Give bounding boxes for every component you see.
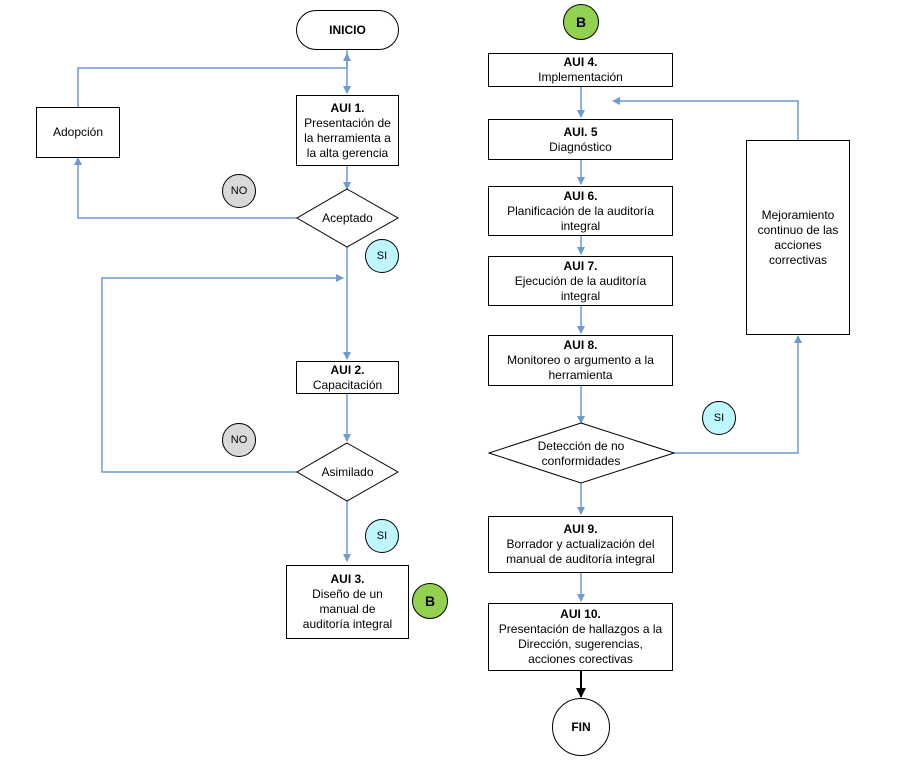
aui8-line2: herramienta xyxy=(548,368,613,382)
aui9-box: AUI 9. Borrador y actualización del manu… xyxy=(488,516,673,573)
arrow-asimilado-no-loop xyxy=(101,274,344,473)
aui9-title: AUI 9. xyxy=(563,522,598,536)
aui5-line1: Diagnóstico xyxy=(549,139,612,154)
arrow-mejora-loop-back xyxy=(612,97,799,140)
badge-si-label: SI xyxy=(376,529,388,542)
badge-si-label: SI xyxy=(376,249,388,262)
decision-asimilado-shape xyxy=(296,442,400,502)
aui1-title: AUI 1. xyxy=(330,100,365,115)
aui6-box: AUI 6. Planificación de la auditoría int… xyxy=(488,186,673,236)
aui5-title: AUI. 5 xyxy=(563,124,598,139)
aui9-line1: Borrador y actualización del xyxy=(506,537,655,551)
deteccion-line1: Detección de no xyxy=(537,439,625,453)
aui1-box: AUI 1. Presentación de la herramienta a … xyxy=(296,95,399,166)
aui10-line1: Presentación de hallazgos a la xyxy=(498,622,663,636)
aui1-line2: la herramienta a xyxy=(304,130,391,145)
adopcion-label: Adopción xyxy=(52,125,104,139)
aui2-title: AUI 2. xyxy=(330,362,365,377)
mejora-line2: continuo de las xyxy=(757,222,839,237)
badge-si-label: SI xyxy=(713,411,725,424)
aui10-title: AUI 10. xyxy=(560,607,601,621)
aui2-line1: Capacitación xyxy=(312,377,383,392)
aui7-line1: Ejecución de la auditoría xyxy=(514,273,647,288)
mejora-line1: Mejoramiento xyxy=(761,207,835,222)
aui8-box: AUI 8. Monitoreo o argumento a la herram… xyxy=(488,335,673,386)
aui3-line1: Diseño de un xyxy=(312,587,383,601)
aui3-title: AUI 3. xyxy=(330,572,365,586)
aui7-line2: integral xyxy=(560,288,601,303)
badge-si-deteccion: SI xyxy=(702,401,736,435)
aui1-line3: la alta gerencia xyxy=(306,145,389,160)
decision-deteccion-label: Detección de no conformidades xyxy=(505,438,657,470)
aui5-box: AUI. 5 Diagnóstico xyxy=(488,119,673,160)
end-terminal: FIN xyxy=(552,698,610,756)
aui7-title: AUI 7. xyxy=(563,258,598,273)
aceptado-text: Aceptado xyxy=(322,210,373,225)
aui10-line2: Dirección, sugerencias, xyxy=(518,637,643,651)
aui10-box: AUI 10. Presentación de hallazgos a la D… xyxy=(488,603,673,671)
badge-si-asimilado: SI xyxy=(365,519,399,553)
badge-no-aceptado: NO xyxy=(222,174,256,208)
aui6-title: AUI 6. xyxy=(563,188,598,203)
aui4-line1: Implementación xyxy=(538,70,623,84)
aui10-line3: acciones corectivas xyxy=(528,652,633,666)
decision-deteccion-shape xyxy=(487,422,676,484)
badge-no-label: NO xyxy=(230,433,248,446)
connector-b-bottom: B xyxy=(412,583,448,619)
aui4-title: AUI 4. xyxy=(563,55,598,69)
aui8-title: AUI 8. xyxy=(563,338,598,352)
aui6-line1: Planificación de la auditoría xyxy=(507,203,654,218)
badge-no-label: NO xyxy=(230,184,248,197)
arrow-aceptado-no-adopcion xyxy=(74,157,297,219)
arrow-deteccion-si-mejora xyxy=(674,335,802,454)
aui6-line2: integral xyxy=(560,218,601,233)
mejora-line4: correctivas xyxy=(768,252,827,267)
badge-no-asimilado: NO xyxy=(222,423,256,457)
aui7-box: AUI 7. Ejecución de la auditoría integra… xyxy=(488,256,673,306)
aui8-line1: Monitoreo o argumento a la xyxy=(507,353,654,367)
aui3-box: AUI 3. Diseño de un manual de auditoría … xyxy=(286,565,409,639)
decision-asimilado-label: Asimilado xyxy=(297,462,398,482)
connector-b-label: B xyxy=(575,13,587,30)
arrow-adopcion-loop xyxy=(77,53,351,107)
decision-aceptado-label: Aceptado xyxy=(297,208,398,228)
aui9-line2: manual de auditoría integral xyxy=(506,552,655,566)
asimilado-text: Asimilado xyxy=(321,464,374,479)
decision-aceptado-shape xyxy=(296,188,400,248)
connector-b-top: B xyxy=(563,4,599,40)
start-terminal: INICIO xyxy=(296,10,399,50)
start-label: INICIO xyxy=(329,22,366,37)
badge-si-aceptado: SI xyxy=(365,239,399,273)
aui4-box: AUI 4. Implementación xyxy=(488,53,673,87)
connector-b-label: B xyxy=(424,592,436,609)
mejoramiento-box: Mejoramiento continuo de las acciones co… xyxy=(746,140,850,335)
aui3-line2: manual de xyxy=(319,602,376,616)
end-label: FIN xyxy=(571,719,591,734)
aui1-line1: Presentación de xyxy=(304,115,391,130)
aui2-box: AUI 2. Capacitación xyxy=(296,361,399,394)
adopcion-box: Adopción xyxy=(36,107,120,158)
deteccion-line2: conformidades xyxy=(541,454,621,468)
aui3-line3: auditoría integral xyxy=(302,617,393,631)
mejora-line3: acciones xyxy=(774,237,822,252)
